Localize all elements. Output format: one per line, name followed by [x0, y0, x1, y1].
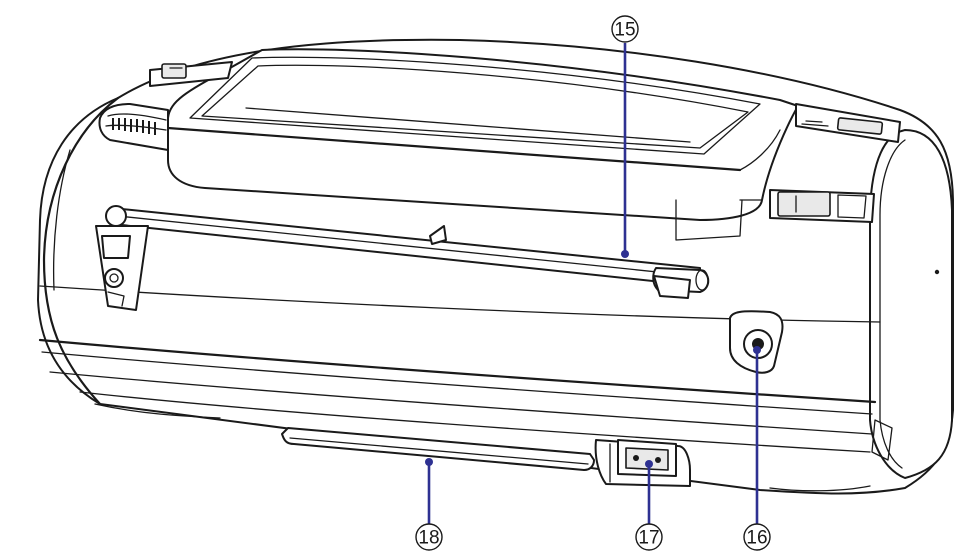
top-left-switch	[149, 61, 233, 87]
battery-compartment	[281, 427, 595, 471]
ac-power-socket	[594, 439, 691, 487]
power-switch	[769, 189, 875, 223]
callout-18: 18	[415, 523, 443, 551]
callout-17-label: 17	[638, 528, 659, 549]
callout-15: 15	[611, 15, 639, 43]
dc-in-socket	[729, 310, 784, 374]
callout-15-label: 15	[614, 20, 635, 41]
usb-port-area	[795, 103, 901, 143]
callout-leaders	[425, 43, 761, 524]
volume-dial	[98, 103, 169, 151]
callout-16-label: 16	[746, 528, 767, 549]
callout-18-label: 18	[418, 528, 439, 549]
top-handle	[166, 48, 799, 241]
callout-16: 16	[743, 523, 771, 551]
fm-antenna	[95, 205, 710, 311]
callout-17: 17	[635, 523, 663, 551]
